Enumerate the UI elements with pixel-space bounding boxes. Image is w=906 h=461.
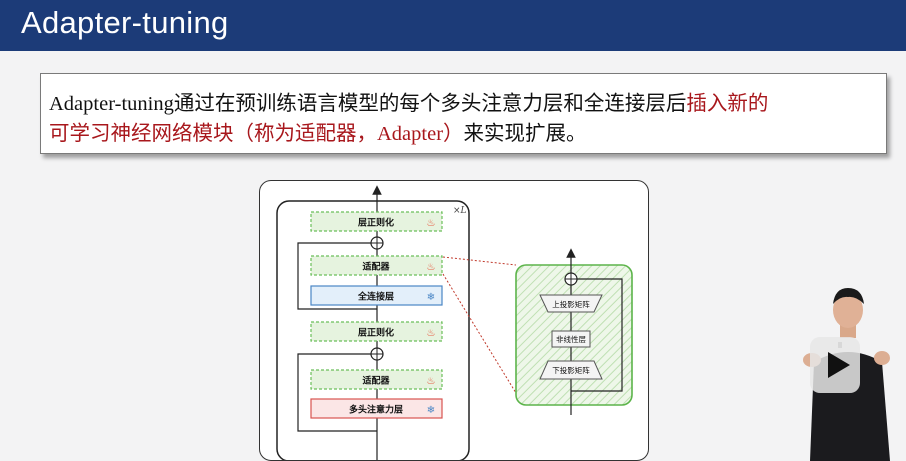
residual-connection-bottom bbox=[297, 353, 377, 432]
block-adapter-top: 适配器 ♨ bbox=[310, 255, 443, 276]
callout-line-1: Adapter-tuning通过在预训练语言模型的每个多头注意力层和全连接层后插… bbox=[49, 86, 768, 116]
fire-icon: ♨ bbox=[427, 262, 436, 273]
callout-line-2: 可学习神经网络模块（称为适配器，Adapter）来实现扩展。 bbox=[49, 116, 587, 146]
nonlinear-shape bbox=[551, 330, 591, 348]
play-icon[interactable] bbox=[828, 352, 850, 378]
repeat-label: ×L bbox=[453, 206, 467, 216]
description-callout: Adapter-tuning通过在预训练语言模型的每个多头注意力层和全连接层后插… bbox=[40, 73, 887, 154]
residual-connection-top bbox=[297, 242, 377, 310]
presenter-right-hand bbox=[874, 351, 890, 365]
block-norm-mid-label: 层正则化 bbox=[358, 327, 394, 339]
presenter-hair bbox=[833, 288, 864, 304]
block-norm-mid: 层正则化 ♨ bbox=[310, 321, 443, 342]
zoom-line-bottom bbox=[442, 273, 517, 394]
add-node-top bbox=[370, 236, 384, 250]
architecture-diagram: ×L 层正则化 ♨ 适配器 ♨ 全连接层 ❄ bbox=[276, 185, 633, 460]
callout-line-1-text: Adapter-tuning通过在预训练语言模型的每个多头注意力层和全连接层后 bbox=[49, 93, 687, 115]
fire-icon: ♨ bbox=[427, 376, 436, 387]
down-projection-shape bbox=[539, 360, 603, 380]
snowflake-icon: ❄ bbox=[427, 292, 435, 303]
adapter-residual bbox=[571, 278, 623, 392]
transformer-layer-frame bbox=[276, 200, 470, 460]
slide-title: Adapter-tuning bbox=[21, 5, 229, 40]
block-adapter-top-label: 适配器 bbox=[362, 261, 390, 273]
up-projection-shape bbox=[539, 294, 603, 313]
block-mha-label: 多头注意力层 bbox=[349, 404, 403, 416]
fire-icon: ♨ bbox=[427, 328, 436, 339]
callout-line-2-text: 来实现扩展。 bbox=[463, 123, 587, 145]
callout-line-1-highlight: 插入新的 bbox=[686, 93, 769, 115]
add-node-bottom bbox=[370, 347, 384, 361]
presenter-head bbox=[833, 292, 863, 328]
down-projection-label: 下投影矩阵 bbox=[552, 365, 590, 375]
nonlinear-label: 非线性层 bbox=[556, 334, 586, 344]
block-norm-top: 层正则化 ♨ bbox=[310, 211, 443, 232]
block-norm-top-label: 层正则化 bbox=[358, 217, 394, 229]
slide-header: Adapter-tuning bbox=[0, 0, 906, 51]
block-adapter-bottom: 适配器 ♨ bbox=[310, 369, 443, 390]
adapter-architecture-figure: ×L 层正则化 ♨ 适配器 ♨ 全连接层 ❄ bbox=[259, 180, 649, 461]
fire-icon: ♨ bbox=[427, 218, 436, 229]
block-mha: 多头注意力层 ❄ bbox=[310, 398, 443, 419]
block-ffn-label: 全连接层 bbox=[357, 291, 394, 303]
presenter-video bbox=[803, 288, 890, 461]
up-projection-label: 上投影矩阵 bbox=[552, 299, 590, 309]
adapter-detail-panel: 上投影矩阵 非线性层 下投影矩阵 bbox=[515, 248, 633, 415]
block-ffn: 全连接层 ❄ bbox=[310, 285, 443, 306]
callout-line-2-highlight: 可学习神经网络模块（称为适配器，Adapter） bbox=[49, 123, 464, 145]
block-adapter-bottom-label: 适配器 bbox=[362, 375, 390, 387]
zoom-line-top bbox=[442, 256, 517, 266]
snowflake-icon: ❄ bbox=[427, 405, 435, 416]
